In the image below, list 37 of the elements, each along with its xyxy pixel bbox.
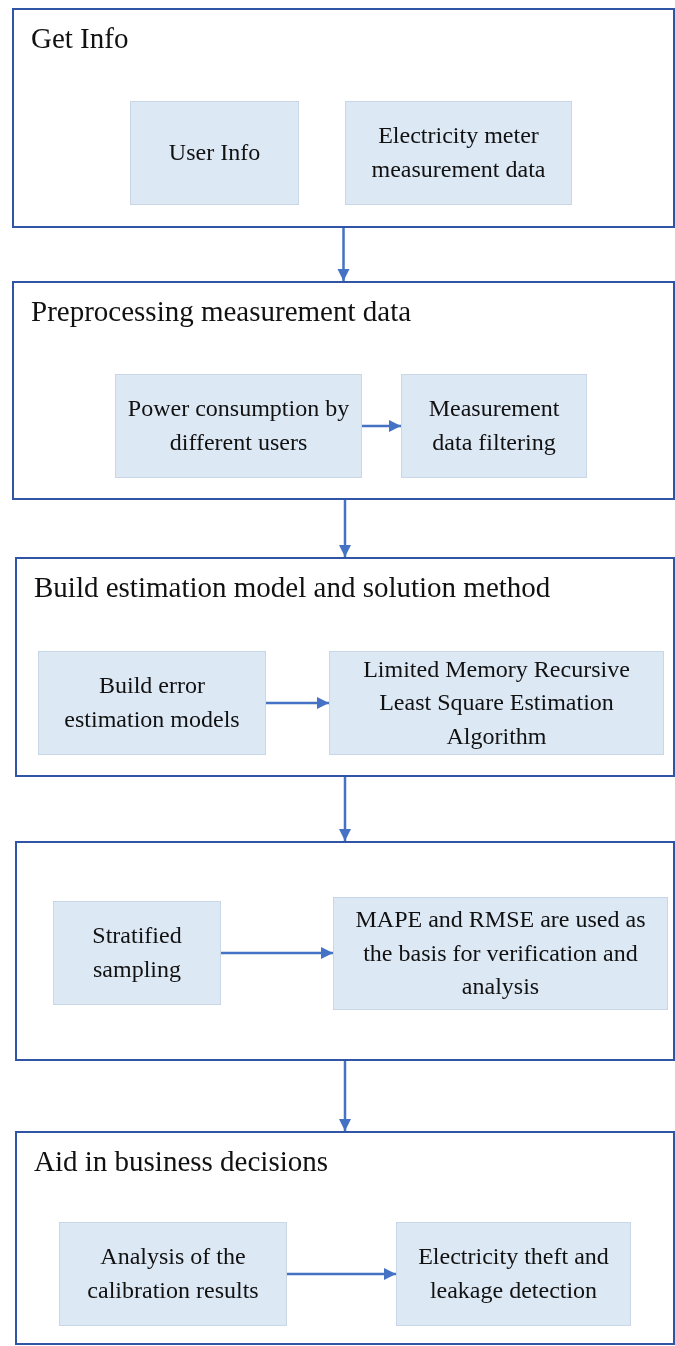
process-text: Stratified sampling bbox=[91, 921, 183, 984]
process-text: Build error estimation models bbox=[63, 671, 241, 734]
process-text: Limited Memory Recursive Least Square Estimation Algorithm bbox=[362, 654, 631, 751]
arrow bbox=[338, 1061, 352, 1131]
process-box bbox=[401, 374, 587, 478]
stage-title: Build estimation model and solution method bbox=[34, 571, 551, 604]
arrow bbox=[287, 1267, 396, 1281]
process-text: Analysis of the calibration results bbox=[86, 1242, 260, 1305]
process-box bbox=[115, 374, 362, 478]
process-text: Power consumption by different users bbox=[126, 394, 351, 457]
arrow bbox=[338, 500, 352, 557]
stage-panel bbox=[15, 841, 675, 1061]
stage-title: Get Info bbox=[31, 22, 129, 55]
process-box bbox=[345, 101, 572, 205]
process-text: Electricity meter measurement data bbox=[370, 121, 547, 184]
process-box bbox=[38, 651, 266, 755]
stage-title: Aid in business decisions bbox=[34, 1145, 329, 1178]
process-box bbox=[130, 101, 299, 205]
process-text: MAPE and RMSE are used as the basis for verification and analysis bbox=[354, 905, 647, 1002]
arrow bbox=[221, 946, 333, 960]
stage-panel bbox=[15, 1131, 675, 1345]
stage-panel bbox=[12, 8, 675, 228]
arrow bbox=[337, 228, 350, 281]
stage-panel bbox=[12, 281, 675, 500]
process-text: User Info bbox=[168, 138, 261, 168]
arrow bbox=[362, 419, 401, 433]
process-text: Electricity theft and leakage detection bbox=[417, 1242, 610, 1305]
arrow bbox=[266, 696, 329, 710]
stage-title: Preprocessing measurement data bbox=[31, 295, 412, 328]
process-box bbox=[53, 901, 221, 1005]
process-text: Measurement data filtering bbox=[427, 394, 561, 457]
process-box bbox=[333, 897, 668, 1010]
stage-panel bbox=[15, 557, 675, 777]
process-box bbox=[329, 651, 664, 755]
process-box bbox=[59, 1222, 287, 1326]
process-box bbox=[396, 1222, 631, 1326]
arrow bbox=[338, 777, 352, 841]
